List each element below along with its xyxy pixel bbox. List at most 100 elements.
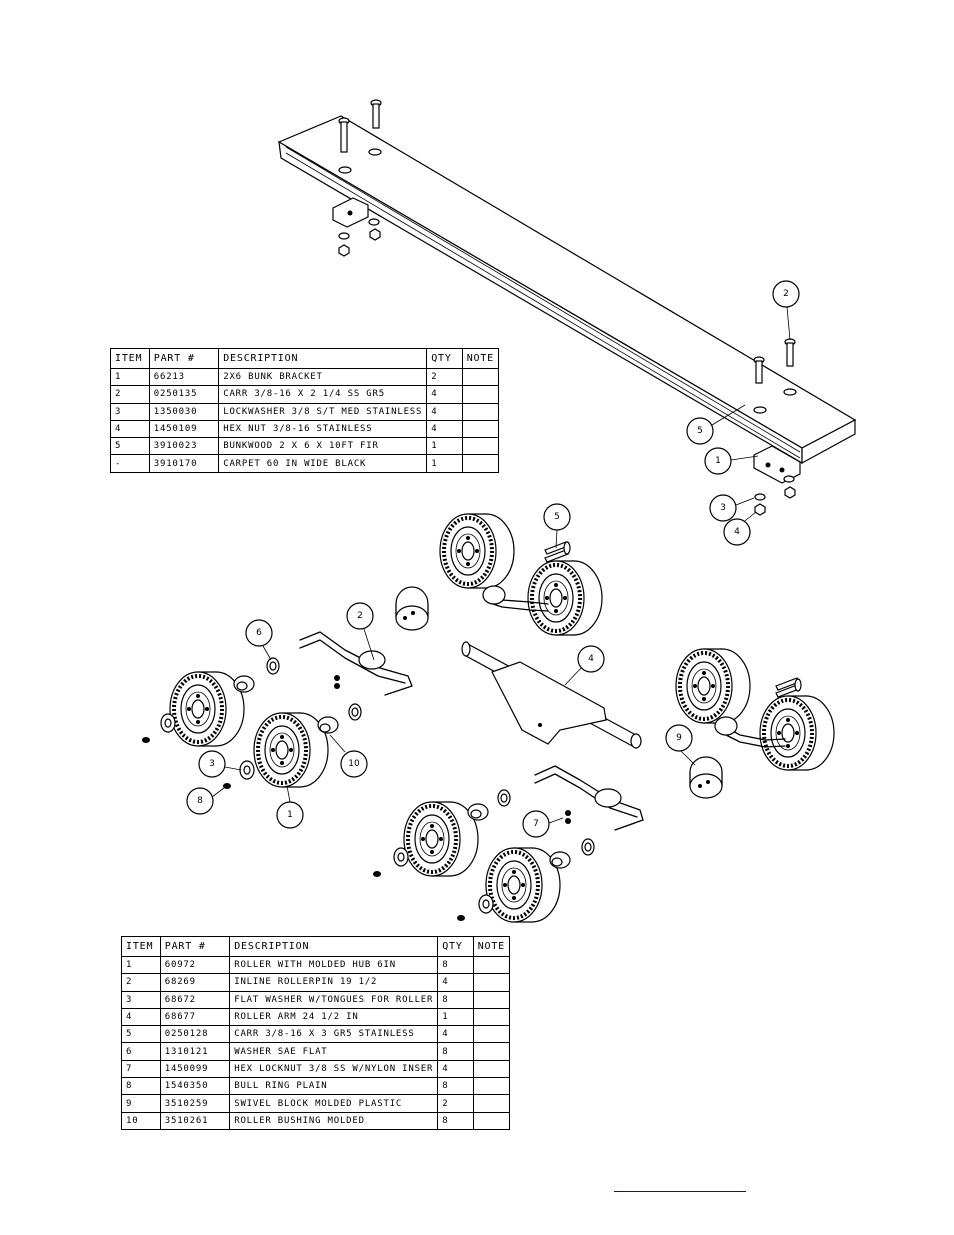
cell-note xyxy=(461,367,500,387)
roller-pins xyxy=(299,585,786,831)
balloons-bottom: 5 2 6 4 9 3 10 8 1 7 xyxy=(186,503,696,838)
cell-qty: 2 xyxy=(437,1094,474,1113)
balloons-top: 2 5 1 3 4 xyxy=(686,280,800,546)
cell-item: 5 xyxy=(121,1025,161,1044)
cell-qty: 8 xyxy=(437,955,474,975)
cell-description: WASHER SAE FLAT xyxy=(229,1042,439,1061)
cell-description: ROLLER ARM 24 1/2 IN xyxy=(229,1007,439,1027)
bunk-board xyxy=(277,115,857,465)
cell-description: CARR 3/8-16 X 2 1/4 SS GR5 xyxy=(218,385,428,404)
cell-description: ROLLER WITH MOLDED HUB 6IN xyxy=(229,955,439,975)
cell-part: 66213 xyxy=(148,367,220,387)
cell-description: FLAT WASHER W/TONGUES FOR ROLLER xyxy=(229,990,439,1009)
header-description: DESCRIPTION xyxy=(229,936,439,957)
cell-part: 1450099 xyxy=(159,1059,231,1079)
cell-item: - xyxy=(110,454,150,473)
cell-item: 9 xyxy=(121,1094,161,1113)
svg-text:4: 4 xyxy=(588,654,594,664)
cell-description: INLINE ROLLERPIN 19 1/2 xyxy=(229,973,439,992)
svg-text:7: 7 xyxy=(533,819,539,829)
cell-item: 4 xyxy=(110,419,150,439)
cell-note xyxy=(472,955,511,975)
cell-qty: 8 xyxy=(437,1111,474,1130)
cell-note xyxy=(461,454,500,473)
cell-description: SWIVEL BLOCK MOLDED PLASTIC xyxy=(229,1094,439,1113)
cell-qty: 4 xyxy=(437,973,474,992)
svg-text:1: 1 xyxy=(715,456,721,466)
cell-part: 3910170 xyxy=(148,454,220,473)
cell-qty: 8 xyxy=(437,990,474,1009)
cell-qty: 1 xyxy=(426,437,463,456)
header-part: PART # xyxy=(148,348,220,369)
bolts-nuts-bottom xyxy=(334,541,802,824)
cell-description: ROLLER BUSHING MOLDED xyxy=(229,1111,439,1130)
cell-part: 68677 xyxy=(159,1007,231,1027)
cell-note xyxy=(461,419,500,439)
cell-part: 0250128 xyxy=(159,1025,231,1044)
header-description: DESCRIPTION xyxy=(218,348,428,369)
cell-description: CARR 3/8-16 X 3 GR5 STAINLESS xyxy=(229,1025,439,1044)
cell-qty: 8 xyxy=(437,1077,474,1096)
cell-item: 1 xyxy=(121,955,161,975)
cell-item: 5 xyxy=(110,437,150,456)
header-part: PART # xyxy=(159,936,231,957)
cell-part: 68672 xyxy=(159,990,231,1009)
cell-item: 1 xyxy=(110,367,150,387)
cell-qty: 4 xyxy=(426,402,463,421)
cell-part: 1350030 xyxy=(148,402,220,421)
svg-text:2: 2 xyxy=(357,611,363,621)
swivel-blocks xyxy=(395,586,723,799)
svg-text:3: 3 xyxy=(720,503,726,513)
cell-part: 3510261 xyxy=(159,1111,231,1130)
cell-qty: 1 xyxy=(437,1007,474,1027)
svg-text:5: 5 xyxy=(554,512,560,522)
roller-arm xyxy=(461,641,642,750)
cell-part: 0250135 xyxy=(148,385,220,404)
cell-description: BUNKWOOD 2 X 6 X 10FT FIR xyxy=(218,437,428,456)
roller-bushings xyxy=(233,675,571,869)
cell-item: 4 xyxy=(121,1007,161,1027)
carriage-bolts-top xyxy=(338,99,796,384)
cell-note xyxy=(472,973,511,992)
cell-qty: 4 xyxy=(437,1059,474,1079)
cell-part: 1540350 xyxy=(159,1077,231,1096)
header-item: ITEM xyxy=(121,936,161,957)
cell-qty: 4 xyxy=(426,385,463,404)
cell-note xyxy=(472,1077,511,1096)
cell-item: 2 xyxy=(110,385,150,404)
cell-qty: 1 xyxy=(426,454,463,473)
header-item: ITEM xyxy=(110,348,150,369)
cell-description: BULL RING PLAIN xyxy=(229,1077,439,1096)
bull-rings xyxy=(142,737,465,921)
cell-description: 2X6 BUNK BRACKET xyxy=(218,367,428,387)
bunk-holes xyxy=(338,148,797,414)
cell-part: 1310121 xyxy=(159,1042,231,1061)
table-header: ITEM PART # DESCRIPTION QTY NOTE xyxy=(110,348,500,369)
svg-text:6: 6 xyxy=(256,628,262,638)
cell-qty: 2 xyxy=(426,367,463,387)
cell-qty: 4 xyxy=(426,419,463,439)
cell-item: 8 xyxy=(121,1077,161,1096)
svg-text:8: 8 xyxy=(197,796,203,806)
cell-qty: 8 xyxy=(437,1042,474,1061)
roller-washers xyxy=(160,657,595,914)
cell-item: 7 xyxy=(121,1059,161,1079)
cell-part: 3910023 xyxy=(148,437,220,456)
cell-item: 2 xyxy=(121,973,161,992)
bunk-brackets xyxy=(332,197,801,484)
cell-note xyxy=(472,1042,511,1061)
cell-note xyxy=(472,1094,511,1113)
cell-part: 60972 xyxy=(159,955,231,975)
hyperlink-underline[interactable] xyxy=(614,1191,746,1192)
